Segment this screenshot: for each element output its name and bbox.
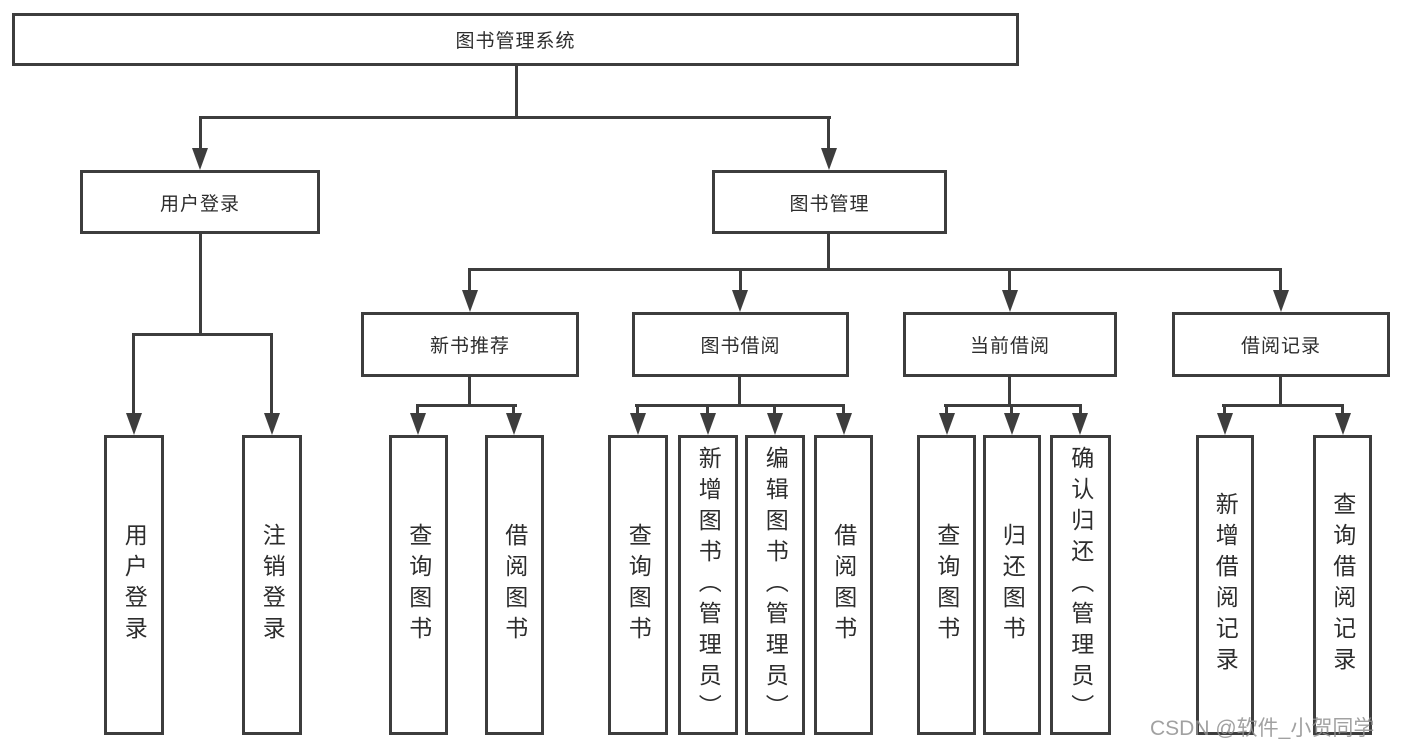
connector — [1010, 404, 1013, 415]
connector — [739, 268, 742, 292]
arrowhead-icon — [1217, 413, 1233, 435]
node-user-login-label: 用户登录 — [159, 193, 240, 215]
leaf-recommend-borrow-books: 借阅图书 — [485, 435, 544, 735]
leaf-recommend-query-books-label: 查询图书 — [405, 523, 432, 647]
arrowhead-icon — [506, 413, 522, 435]
connector — [1279, 377, 1282, 407]
node-book-borrow: 图书借阅 — [632, 312, 849, 377]
node-book-management-label: 图书管理 — [789, 193, 870, 215]
arrowhead-icon — [126, 413, 142, 435]
arrowhead-icon — [192, 148, 208, 170]
node-user-login: 用户登录 — [80, 170, 320, 234]
node-new-book-recommend: 新书推荐 — [361, 312, 579, 377]
arrowhead-icon — [1072, 413, 1088, 435]
node-book-management: 图书管理 — [712, 170, 947, 234]
leaf-confirm-return-admin-label: 确认归还（管理员） — [1067, 445, 1094, 725]
leaf-return-books: 归还图书 — [983, 435, 1041, 735]
leaf-add-borrow-record: 新增借阅记录 — [1196, 435, 1254, 735]
arrowhead-icon — [821, 148, 837, 170]
arrowhead-icon — [410, 413, 426, 435]
connector — [1008, 268, 1011, 292]
connector — [468, 268, 1282, 271]
leaf-current-query-books: 查询图书 — [917, 435, 976, 735]
leaf-user-login: 用户登录 — [104, 435, 164, 735]
connector — [1079, 404, 1082, 415]
leaf-recommend-query-books: 查询图书 — [389, 435, 448, 735]
arrowhead-icon — [836, 413, 852, 435]
leaf-logout: 注销登录 — [242, 435, 302, 735]
node-book-borrow-label: 图书借阅 — [700, 336, 781, 357]
arrowhead-icon — [1004, 413, 1020, 435]
leaf-borrow-query-books-label: 查询图书 — [625, 523, 652, 647]
leaf-borrow-query-books: 查询图书 — [608, 435, 668, 735]
connector — [1279, 268, 1282, 292]
connector — [842, 404, 845, 415]
leaf-borrow-books-label: 借阅图书 — [830, 523, 857, 647]
arrowhead-icon — [1273, 290, 1289, 312]
node-root-label: 图书管理系统 — [455, 31, 576, 52]
node-current-borrow-label: 当前借阅 — [969, 336, 1050, 357]
connector — [1222, 404, 1344, 407]
arrowhead-icon — [732, 290, 748, 312]
leaf-add-borrow-record-label: 新增借阅记录 — [1212, 492, 1239, 678]
leaf-query-borrow-record-label: 查询借阅记录 — [1329, 492, 1356, 678]
connector — [199, 116, 831, 119]
connector — [199, 234, 202, 335]
leaf-add-books-admin-label: 新增图书（管理员） — [695, 445, 722, 725]
connector — [945, 404, 948, 415]
connector — [270, 333, 273, 415]
leaf-confirm-return-admin: 确认归还（管理员） — [1050, 435, 1111, 735]
arrowhead-icon — [1335, 413, 1351, 435]
leaf-edit-books-admin-label: 编辑图书（管理员） — [762, 445, 789, 725]
connector — [515, 64, 518, 118]
connector — [199, 116, 202, 150]
arrowhead-icon — [700, 413, 716, 435]
node-current-borrow: 当前借阅 — [903, 312, 1117, 377]
leaf-logout-label: 注销登录 — [259, 523, 286, 647]
connector — [738, 377, 741, 407]
arrowhead-icon — [1002, 290, 1018, 312]
connector — [1223, 404, 1226, 415]
leaf-query-borrow-record: 查询借阅记录 — [1313, 435, 1372, 735]
connector — [944, 404, 1082, 407]
connector — [636, 404, 639, 415]
connector — [706, 404, 709, 415]
leaf-user-login-label: 用户登录 — [121, 523, 148, 647]
connector — [1341, 404, 1344, 415]
leaf-borrow-books: 借阅图书 — [814, 435, 873, 735]
leaf-add-books-admin: 新增图书（管理员） — [678, 435, 738, 735]
connector — [132, 333, 273, 336]
arrowhead-icon — [264, 413, 280, 435]
connector — [827, 233, 830, 271]
arrowhead-icon — [630, 413, 646, 435]
arrowhead-icon — [939, 413, 955, 435]
node-new-book-recommend-label: 新书推荐 — [429, 336, 510, 357]
connector — [416, 404, 419, 415]
csdn-watermark: CSDN @软件_小贺同学 — [1150, 717, 1375, 740]
node-borrow-records: 借阅记录 — [1172, 312, 1390, 377]
connector — [827, 116, 830, 150]
leaf-edit-books-admin: 编辑图书（管理员） — [745, 435, 805, 735]
connector — [1008, 377, 1011, 407]
arrowhead-icon — [767, 413, 783, 435]
connector — [468, 268, 471, 292]
arrowhead-icon — [462, 290, 478, 312]
node-root: 图书管理系统 — [12, 13, 1019, 66]
connector — [773, 404, 776, 415]
node-borrow-records-label: 借阅记录 — [1240, 336, 1321, 357]
connector — [635, 404, 845, 407]
leaf-current-query-books-label: 查询图书 — [933, 523, 960, 647]
connector — [416, 404, 517, 407]
connector — [512, 404, 515, 415]
connector — [468, 377, 471, 407]
connector — [132, 333, 135, 415]
leaf-return-books-label: 归还图书 — [999, 523, 1026, 647]
leaf-recommend-borrow-books-label: 借阅图书 — [501, 523, 528, 647]
